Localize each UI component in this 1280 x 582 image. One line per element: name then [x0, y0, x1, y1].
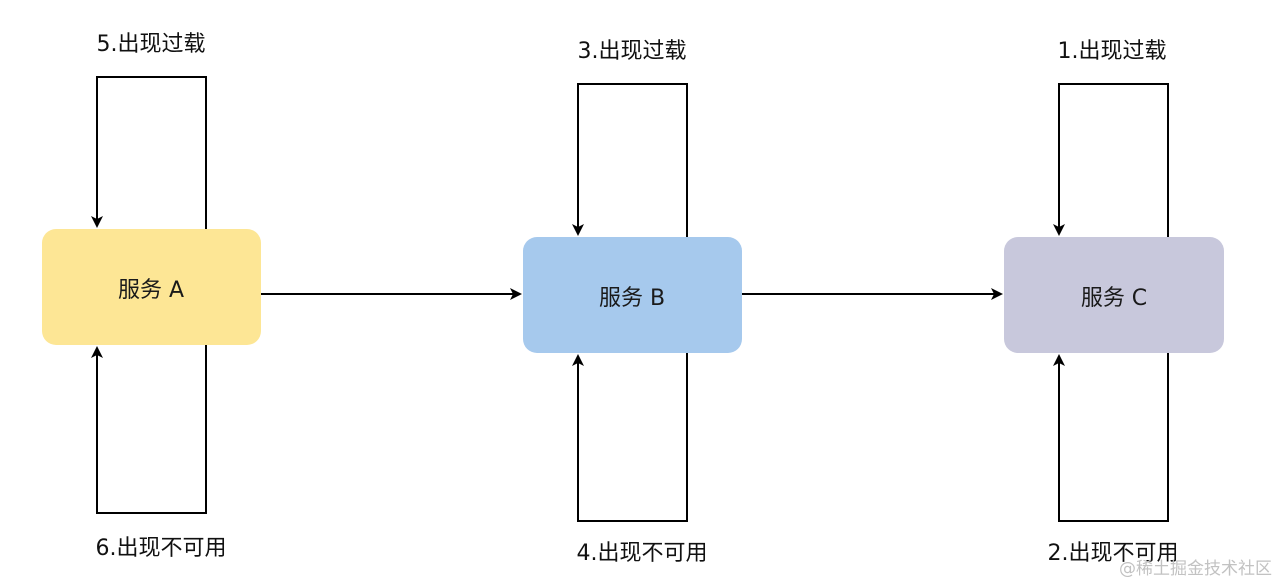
- service-c-overload-loop-arrow: [1053, 83, 1169, 237]
- service-b-box: [523, 237, 742, 353]
- label-c-unavailable: 2.出现不可用: [1048, 541, 1179, 566]
- service-a-overload-loop-arrow: [91, 76, 207, 229]
- service-c-unavailable-loop-arrow: [1053, 353, 1169, 522]
- watermark: @稀土掘金技术社区: [1119, 559, 1272, 579]
- service-b-unavailable-loop-arrow: [572, 353, 688, 522]
- service-c-label: 服务 C: [1081, 286, 1147, 311]
- label-b-unavailable: 4.出现不可用: [577, 541, 708, 566]
- service-a-label: 服务 A: [118, 278, 184, 303]
- label-a-unavailable: 6.出现不可用: [96, 536, 227, 561]
- service-b-overload-loop-arrow: [572, 83, 688, 237]
- service-b-label: 服务 B: [599, 286, 665, 311]
- service-c-box: [1004, 237, 1224, 353]
- service-a-node: 服务 A: [42, 229, 261, 345]
- label-a-overload: 5.出现过载: [97, 32, 206, 57]
- label-b-overload: 3.出现过载: [578, 39, 687, 64]
- service-b-node: 服务 B: [523, 237, 742, 353]
- label-c-overload: 1.出现过载: [1058, 39, 1167, 64]
- service-a-unavailable-loop-arrow: [91, 345, 207, 514]
- service-c-node: 服务 C: [1004, 237, 1224, 353]
- service-a-box: [42, 229, 261, 345]
